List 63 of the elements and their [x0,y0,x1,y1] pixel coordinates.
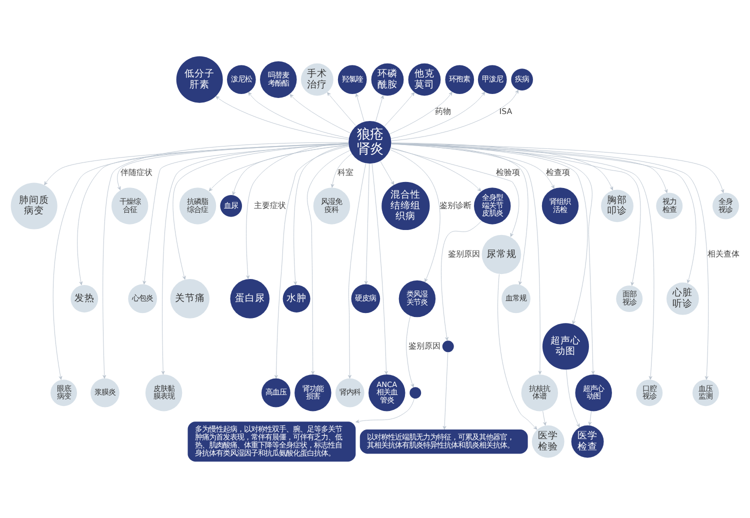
arrow [588,410,592,426]
arrow [77,143,349,286]
arrow [380,160,394,186]
arrow [391,90,519,141]
arrow [117,143,349,190]
node-circle: 环磷酰胺 [371,63,404,96]
arrow [161,144,349,375]
arrow [330,154,352,188]
node-circle: 水肿 [282,284,310,312]
arrow [390,147,482,192]
node-circle: 蛋白尿 [230,279,270,318]
node-circle [442,340,454,352]
arrow [142,144,349,285]
arrow [391,142,614,190]
arrow [172,144,349,280]
arrow [391,142,641,286]
arrow [391,143,588,324]
arrow [327,92,356,126]
node-circle: 关节痛 [170,279,210,318]
arrow [406,316,414,388]
arrow [442,352,448,430]
arrow [290,94,351,134]
arrow [390,150,440,282]
arrow [542,410,546,426]
node-circle: 尿常规 [482,234,522,274]
arrow [372,163,388,375]
arrow [364,164,370,285]
arrow [216,96,349,140]
arrow [52,143,349,380]
arrow [390,92,486,139]
arrow [440,220,482,341]
arrow [274,146,349,379]
arrow [208,144,349,192]
arrow [389,92,452,134]
node-circle: 低分子肝素 [176,56,223,103]
arrow [391,144,654,380]
arrow [355,93,364,122]
node-circle: 超声心动图 [542,323,589,370]
arrow [348,163,366,379]
node-circle: 医学检查 [571,425,604,458]
arrow [391,143,668,194]
node-circle: 发热 [70,284,98,312]
arrow [248,92,350,138]
arrow [498,274,538,430]
arrow [294,145,349,286]
node-circle: 狼疮肾炎 [348,121,392,164]
node-circle: 心脏听诊 [666,282,699,315]
arrow [102,142,349,379]
arrow [356,398,414,424]
arrow [390,148,520,237]
arrow [375,95,384,122]
node-circle [410,387,422,399]
arrow [391,143,595,375]
arrow [246,142,349,280]
arrow [232,144,349,196]
node-circle: 肺间质病变 [10,182,58,230]
arrow [384,92,415,127]
arrow [391,143,709,380]
arrow [391,144,696,284]
arrow [566,369,580,428]
arrow [391,143,724,194]
node-circle: 胸部叩诊 [601,190,634,222]
arrow [391,144,554,189]
